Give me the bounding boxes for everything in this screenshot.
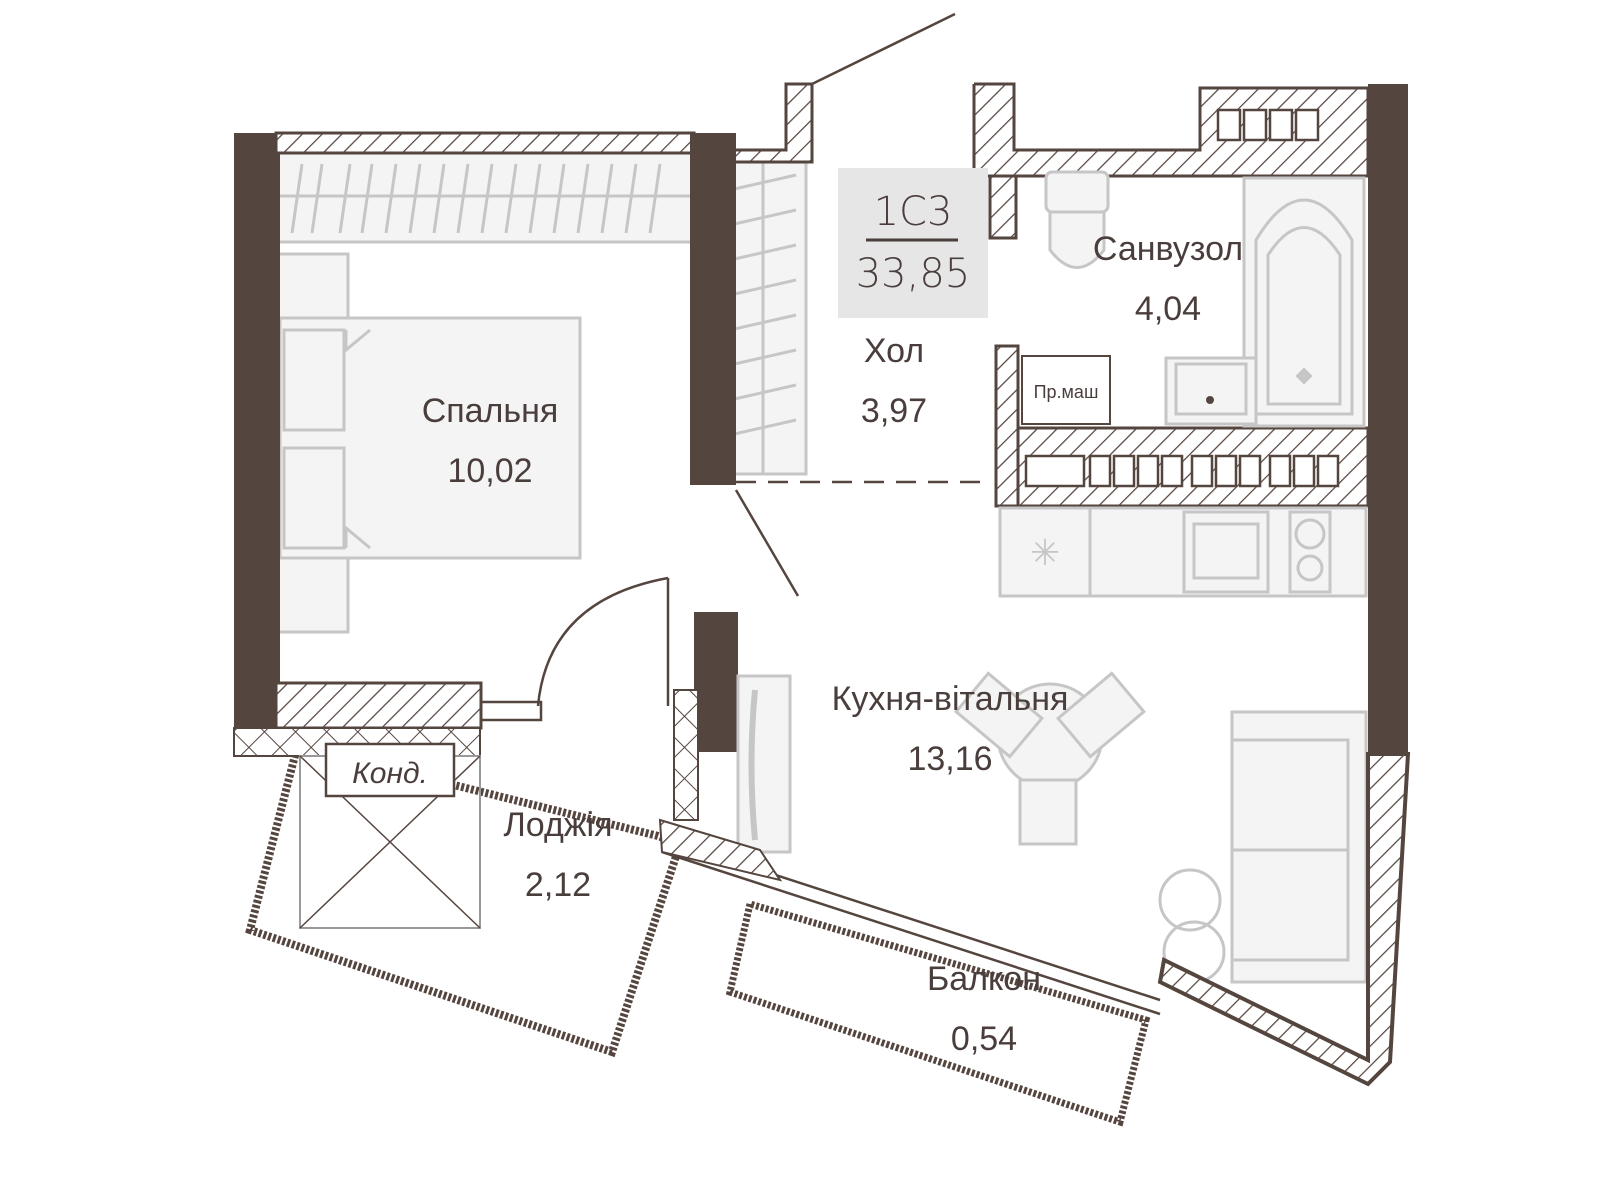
- bed: [274, 252, 582, 634]
- right-wall: [1368, 84, 1408, 754]
- kitchen-counter: ✳: [998, 506, 1368, 598]
- stool-icon: [1158, 868, 1222, 932]
- svg-text:Конд.: Конд.: [352, 757, 428, 790]
- bathtub: [1242, 176, 1366, 428]
- svg-text:0,54: 0,54: [951, 1020, 1017, 1058]
- washing-machine: Пр.маш: [1021, 355, 1111, 425]
- apartment-badge: 1С3 33,85: [838, 168, 988, 318]
- room-label-balcony: Балкон 0,54: [927, 960, 1041, 1058]
- svg-text:2,12: 2,12: [525, 866, 591, 904]
- room-label-loggia: Лоджія 2,12: [503, 806, 612, 904]
- svg-text:Балкон: Балкон: [927, 960, 1041, 998]
- loggia-outline: Конд.: [233, 726, 686, 1058]
- bathroom-sink: [1164, 356, 1258, 426]
- svg-text:10,02: 10,02: [447, 452, 532, 490]
- svg-text:Санвузол: Санвузол: [1093, 230, 1243, 268]
- partition-wall: [690, 133, 736, 485]
- tv-stand: [736, 674, 792, 854]
- apartment-total-area: 33,85: [856, 251, 971, 297]
- room-label-kitchen-living: Кухня-вітальня 13,16: [832, 680, 1069, 778]
- svg-text:Лоджія: Лоджія: [503, 806, 612, 844]
- room-label-bedroom: Спальня 10,02: [422, 392, 559, 490]
- dining-set: [954, 671, 1146, 846]
- svg-text:13,16: 13,16: [907, 740, 992, 778]
- kitchen-partition: [694, 612, 738, 752]
- svg-text:Пр.маш: Пр.маш: [1034, 382, 1099, 402]
- bedroom-top-wall: [274, 131, 696, 155]
- hall-top-wall: [736, 82, 814, 164]
- bedroom-door-arc: [536, 576, 669, 707]
- bedroom-left-wall: [234, 133, 280, 733]
- svg-text:Хол: Хол: [864, 332, 924, 370]
- apartment-code: 1С3: [874, 189, 953, 235]
- toilet: [1044, 170, 1110, 269]
- room-label-hall: Хол 3,97: [861, 332, 927, 430]
- loggia-wall: [274, 681, 483, 730]
- room-label-bathroom: Санвузол 4,04: [1093, 230, 1243, 328]
- svg-text:3,97: 3,97: [861, 392, 927, 430]
- svg-text:✳: ✳: [1030, 532, 1060, 573]
- svg-text:Кухня-вітальня: Кухня-вітальня: [832, 680, 1069, 718]
- svg-text:4,04: 4,04: [1135, 290, 1201, 328]
- sofa: [1230, 710, 1368, 984]
- balcony-outline: [658, 752, 1411, 1127]
- entry-door-swing: [811, 12, 956, 86]
- svg-text:Спальня: Спальня: [422, 392, 559, 430]
- wardrobe: [274, 148, 696, 244]
